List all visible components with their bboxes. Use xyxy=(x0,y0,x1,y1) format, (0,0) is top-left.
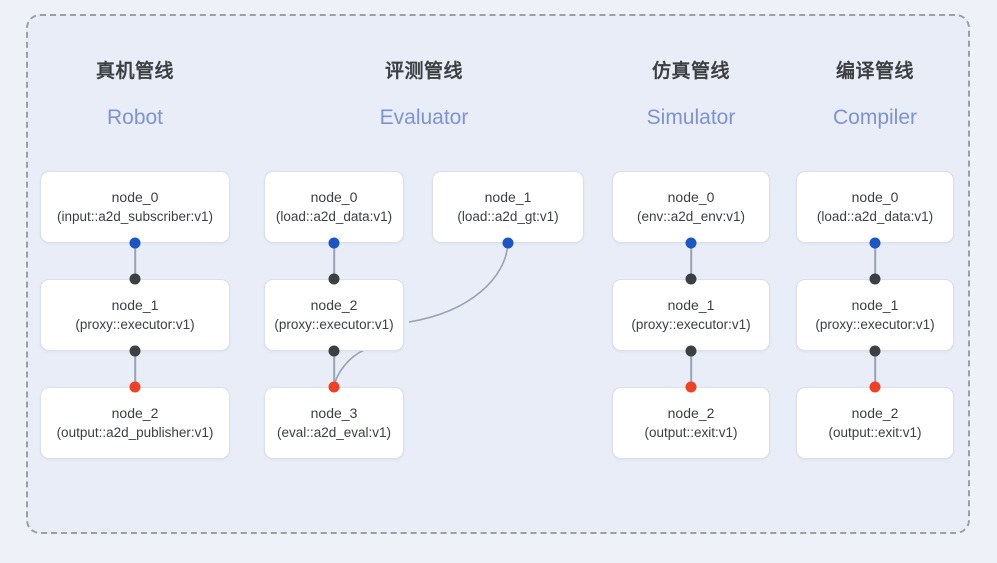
port-input-evaluator-3[interactable] xyxy=(328,381,340,393)
node-evaluator-gt[interactable]: node_1 (load::a2d_gt:v1) xyxy=(432,171,584,243)
port-input-compiler-2[interactable] xyxy=(869,381,881,393)
node-name: node_2 xyxy=(667,405,715,421)
node-spec: (load::a2d_data:v1) xyxy=(275,209,393,224)
node-robot-1[interactable]: node_1 (proxy::executor:v1) xyxy=(40,279,230,351)
node-spec: (env::a2d_env:v1) xyxy=(636,209,746,224)
node-name: node_1 xyxy=(484,189,532,205)
pipeline-column-simulator: 仿真管线 Simulator xyxy=(612,56,770,476)
node-spec: (output::exit:v1) xyxy=(644,425,738,440)
port-output-evaluator-gt[interactable] xyxy=(502,237,514,249)
node-name: node_3 xyxy=(310,405,358,421)
node-simulator-0[interactable]: node_0 (env::a2d_env:v1) xyxy=(612,171,770,243)
edge-simulator-1-2 xyxy=(690,350,692,387)
node-simulator-2[interactable]: node_2 (output::exit:v1) xyxy=(612,387,770,459)
node-spec: (proxy::executor:v1) xyxy=(75,317,195,332)
port-input-simulator-1[interactable] xyxy=(685,273,697,285)
port-output-robot-0[interactable] xyxy=(129,237,141,249)
port-output-compiler-1[interactable] xyxy=(869,345,881,357)
column-title-en-simulator: Simulator xyxy=(646,106,736,129)
node-name: node_2 xyxy=(310,297,358,313)
column-title-en-compiler: Compiler xyxy=(832,106,918,129)
node-spec: (proxy::executor:v1) xyxy=(631,317,751,332)
edge-robot-1-2 xyxy=(134,350,136,387)
node-spec: (proxy::executor:v1) xyxy=(274,317,394,332)
node-evaluator-0[interactable]: node_0 (load::a2d_data:v1) xyxy=(264,171,404,243)
node-spec: (input::a2d_subscriber:v1) xyxy=(56,209,214,224)
node-robot-0[interactable]: node_0 (input::a2d_subscriber:v1) xyxy=(40,171,230,243)
node-spec: (output::exit:v1) xyxy=(828,425,922,440)
port-output-simulator-0[interactable] xyxy=(685,237,697,249)
port-output-compiler-0[interactable] xyxy=(869,237,881,249)
node-spec: (proxy::executor:v1) xyxy=(815,317,935,332)
node-compiler-2[interactable]: node_2 (output::exit:v1) xyxy=(796,387,954,459)
column-title-cn-robot: 真机管线 xyxy=(95,61,174,82)
column-title-cn-evaluator: 评测管线 xyxy=(384,61,463,82)
node-compiler-0[interactable]: node_0 (load::a2d_data:v1) xyxy=(796,171,954,243)
pipeline-column-evaluator: 评测管线 Evaluator xyxy=(264,56,584,476)
node-evaluator-2[interactable]: node_2 (proxy::executor:v1) xyxy=(264,279,404,351)
pipeline-column-compiler: 编译管线 Compiler xyxy=(796,56,954,476)
edge-robot-0-1 xyxy=(134,242,136,279)
port-output-evaluator-2[interactable] xyxy=(328,345,340,357)
port-output-simulator-1[interactable] xyxy=(685,345,697,357)
column-title-cn-simulator: 仿真管线 xyxy=(651,61,730,82)
port-input-robot-1[interactable] xyxy=(129,273,141,285)
port-input-evaluator-2[interactable] xyxy=(328,273,340,285)
node-name: node_0 xyxy=(111,189,159,205)
node-spec: (eval::a2d_eval:v1) xyxy=(276,425,392,440)
edge-evaluator-0-2 xyxy=(333,242,335,279)
node-simulator-1[interactable]: node_1 (proxy::executor:v1) xyxy=(612,279,770,351)
port-output-evaluator-0[interactable] xyxy=(328,237,340,249)
pipeline-column-robot: 真机管线 Robot xyxy=(40,56,230,476)
node-robot-2[interactable]: node_2 (output::a2d_publisher:v1) xyxy=(40,387,230,459)
edge-compiler-1-2 xyxy=(874,350,876,387)
port-output-robot-1[interactable] xyxy=(129,345,141,357)
node-evaluator-3[interactable]: node_3 (eval::a2d_eval:v1) xyxy=(264,387,404,459)
node-name: node_1 xyxy=(667,297,715,313)
node-spec: (load::a2d_gt:v1) xyxy=(457,209,559,224)
port-input-simulator-2[interactable] xyxy=(685,381,697,393)
node-name: node_1 xyxy=(111,297,159,313)
edge-simulator-0-1 xyxy=(690,242,692,279)
node-name: node_0 xyxy=(667,189,715,205)
node-name: node_2 xyxy=(111,405,159,421)
node-name: node_1 xyxy=(851,297,899,313)
port-input-compiler-1[interactable] xyxy=(869,273,881,285)
port-input-robot-2[interactable] xyxy=(129,381,141,393)
node-name: node_2 xyxy=(851,405,899,421)
column-title-en-robot: Robot xyxy=(106,106,164,129)
column-title-en-evaluator: Evaluator xyxy=(379,106,469,129)
node-name: node_0 xyxy=(851,189,899,205)
node-spec: (output::a2d_publisher:v1) xyxy=(56,425,214,440)
node-spec: (load::a2d_data:v1) xyxy=(816,209,934,224)
node-name: node_0 xyxy=(310,189,358,205)
column-title-cn-compiler: 编译管线 xyxy=(835,61,914,82)
node-compiler-1[interactable]: node_1 (proxy::executor:v1) xyxy=(796,279,954,351)
edge-compiler-0-1 xyxy=(874,242,876,279)
